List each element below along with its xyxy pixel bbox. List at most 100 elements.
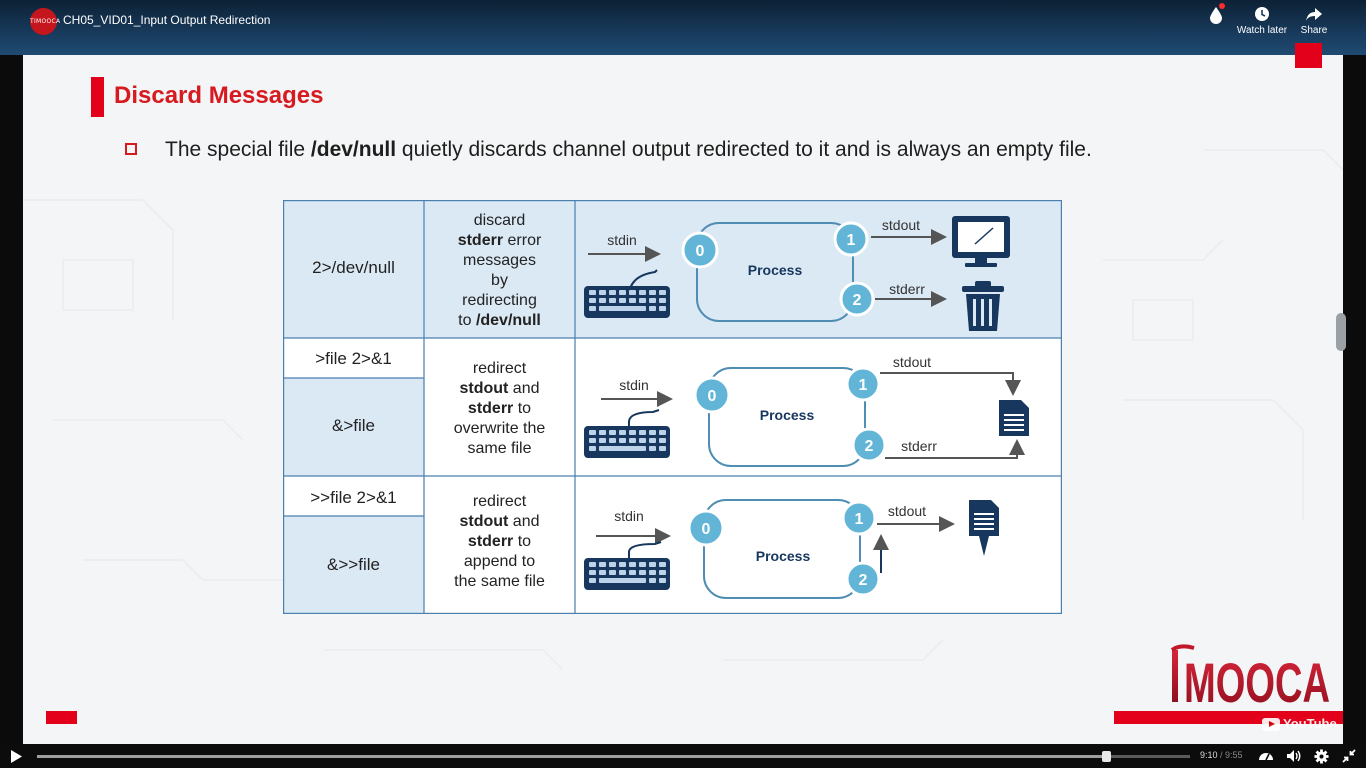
bullet-text: The special file /dev/null quietly disca…: [165, 138, 1092, 162]
progress-bar[interactable]: [37, 751, 1190, 762]
video-player[interactable]: Discard Messages The special file /dev/n…: [0, 0, 1366, 744]
process-label: Process: [756, 548, 811, 564]
desc-line: stderr to: [424, 532, 575, 552]
fd1-label: 1: [855, 511, 864, 528]
process-diagrams: stdin Process 0: [584, 216, 1029, 599]
notification-dot: [1219, 3, 1225, 9]
desc-line: to /dev/null: [424, 311, 575, 331]
desc-bold: stdout: [459, 513, 509, 530]
logo-text: MOOCA: [1184, 651, 1330, 710]
desc-text: discard: [473, 212, 526, 229]
desc-text: same file: [467, 440, 532, 457]
duration: 9:55: [1225, 750, 1243, 760]
syntax-file-2-and-1: >file 2>&1: [315, 349, 392, 368]
keyboard-cable: [628, 409, 660, 434]
fd0-circle: [687, 509, 725, 547]
play-icon[interactable]: [8, 749, 24, 764]
process-label: Process: [748, 262, 803, 278]
syntax-and-append-file: &>>file: [327, 555, 380, 574]
video-top-bar: TIMOOCA CH05_VID01_Input Output Redirect…: [0, 0, 1366, 55]
desc-text: to: [458, 312, 476, 329]
stderr-label: stderr: [889, 281, 925, 297]
exit-fullscreen-icon[interactable]: [1342, 749, 1356, 763]
desc-text: redirecting: [462, 292, 537, 309]
process-label: Process: [760, 407, 815, 423]
fd1-circle: [833, 221, 869, 257]
player-controls: 9:10 / 9:55: [0, 744, 1366, 768]
desc-line: stderr to: [424, 399, 575, 419]
youtube-watermark[interactable]: YouTube: [1262, 716, 1337, 732]
diagram-row-1: stdin Process 0: [584, 216, 1010, 331]
keyboard-icon: [584, 426, 670, 458]
desc-bold: stdout: [459, 380, 509, 397]
settings-gear-icon[interactable]: [1314, 749, 1329, 764]
mooca-logo: MOOCA: [1170, 644, 1330, 710]
desc-text: messages: [463, 252, 536, 269]
progress-scrubber[interactable]: [1101, 751, 1111, 762]
desc-line: messages: [424, 251, 575, 271]
file-icon: [999, 400, 1029, 436]
time-display: 9:10 / 9:55: [1200, 750, 1243, 760]
desc-text: the same file: [454, 573, 545, 590]
fd0-circle: [681, 231, 719, 269]
desc-line: overwrite the: [424, 419, 575, 439]
watch-later-label: Watch later: [1236, 25, 1288, 36]
stderr-label: stderr: [901, 438, 937, 454]
stdin-label: stdin: [607, 232, 637, 248]
trash-icon: [962, 281, 1004, 331]
watch-later-button[interactable]: Watch later: [1234, 6, 1290, 36]
heading-accent-bar: [91, 77, 104, 117]
description-row-2: redirect stdout and stderr to overwrite …: [424, 359, 575, 459]
fd2-label: 2: [859, 572, 868, 589]
share-button[interactable]: Share: [1294, 6, 1334, 36]
fd1-label: 1: [859, 377, 868, 394]
file-icon: [969, 500, 999, 556]
diagram-row-2: stdin Process 0: [584, 354, 1029, 467]
red-corner-square: [1295, 43, 1322, 68]
volume-icon[interactable]: [1286, 749, 1302, 763]
desc-text: and: [508, 513, 540, 530]
desc-line: stdout and: [424, 512, 575, 532]
fd0-label: 0: [702, 521, 711, 538]
desc-text: by: [491, 272, 508, 289]
desc-bold: /dev/null: [475, 312, 541, 329]
desc-line: redirecting: [424, 291, 575, 311]
fd2-label: 2: [853, 292, 862, 309]
description-row-1: discard stderr error messages by redirec…: [424, 211, 575, 331]
fd1-circle: [841, 500, 877, 536]
desc-line: same file: [424, 439, 575, 459]
fd1-label: 1: [847, 232, 856, 249]
fd2-circle: [839, 281, 875, 317]
keyboard-cable: [628, 541, 662, 560]
process-box: [708, 367, 866, 467]
youtube-logo-icon: [1262, 718, 1280, 732]
fd0-circle: [693, 376, 731, 414]
syntax-append-file-2-and-1: >>file 2>&1: [310, 488, 397, 507]
desc-text: and: [508, 380, 540, 397]
desc-line: the same file: [424, 572, 575, 592]
bullet-text-end: quietly discards channel output redirect…: [396, 138, 1092, 161]
current-time: 9:10: [1200, 750, 1218, 760]
footer-red-bar-left: [46, 711, 77, 724]
clock-icon: [1255, 7, 1269, 21]
slide: Discard Messages The special file /dev/n…: [23, 0, 1343, 744]
fd2-label: 2: [865, 438, 874, 455]
fd0-label: 0: [696, 243, 705, 260]
side-handle[interactable]: [1336, 313, 1346, 351]
desc-line: stdout and: [424, 379, 575, 399]
speedometer-icon[interactable]: [1258, 749, 1274, 763]
desc-text: append to: [463, 553, 536, 570]
info-button[interactable]: [1204, 6, 1228, 27]
table-grid: [283, 200, 1062, 614]
share-icon: [1306, 8, 1322, 21]
keyboard-icon: [584, 286, 670, 318]
fd2-circle: [851, 427, 887, 463]
redirection-table: 2>/dev/null >file 2>&1 &>file >>file 2>&…: [283, 200, 1062, 614]
diagram-row-3: stdin Process 0: [584, 499, 999, 599]
fd0-label: 0: [708, 388, 717, 405]
video-title[interactable]: CH05_VID01_Input Output Redirection: [63, 13, 271, 27]
keyboard-icon: [584, 558, 670, 590]
stdout-label: stdout: [888, 503, 926, 519]
share-label: Share: [1300, 25, 1328, 36]
channel-avatar[interactable]: TIMOOCA: [30, 8, 60, 35]
